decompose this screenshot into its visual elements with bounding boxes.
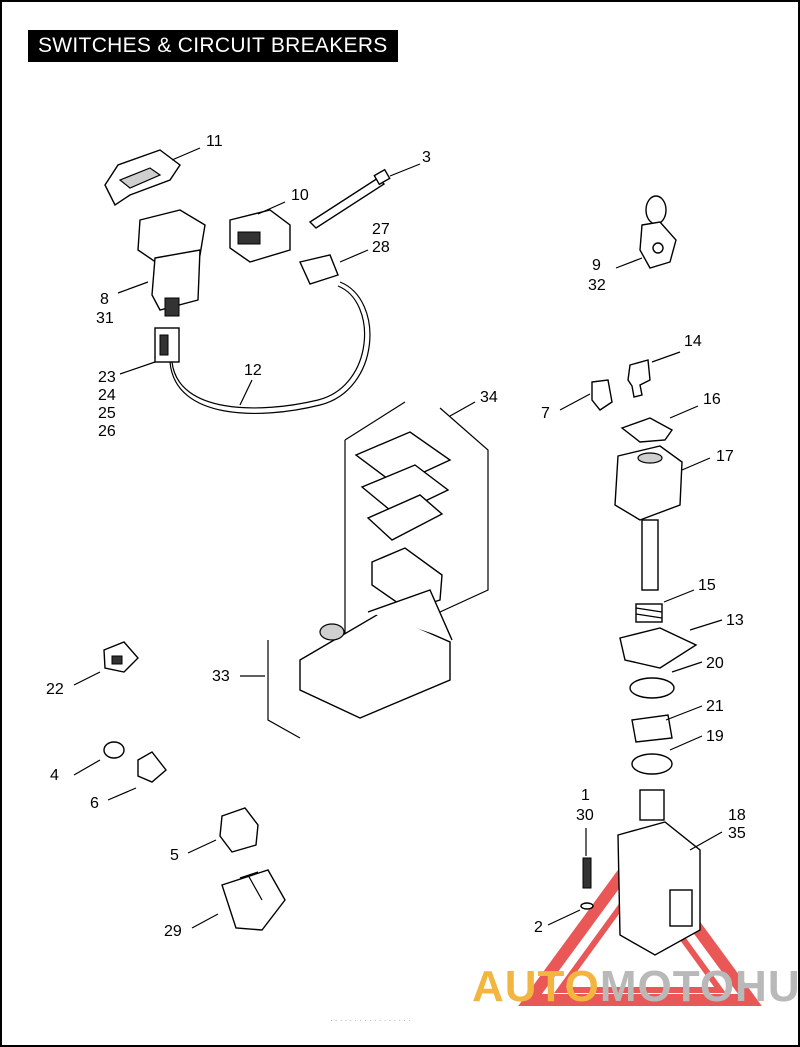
part-6-switch <box>137 751 167 783</box>
callout-15: 15 <box>698 577 716 594</box>
part-17-switch-cover <box>614 445 683 591</box>
callout-34: 34 <box>480 389 498 406</box>
callout-17: 17 <box>716 448 734 465</box>
callout-20: 20 <box>706 655 724 672</box>
part-27-connector <box>299 254 339 285</box>
part-15-spring <box>635 603 663 623</box>
callout-19: 19 <box>706 728 724 745</box>
callouts: 11 3 10 27 28 9 32 8 31 14 23 24 25 26 1… <box>46 133 746 940</box>
part-5-relay <box>219 807 259 853</box>
watermark-part-b: MOTO <box>599 962 736 1011</box>
part-21-retainer <box>631 714 673 743</box>
callout-33: 33 <box>212 668 230 685</box>
part-14-key <box>627 359 651 398</box>
callout-23: 23 <box>98 369 116 386</box>
watermark-text: AUTOMOTOHUB <box>472 962 800 1012</box>
part-2-washer <box>580 902 594 910</box>
callout-29: 29 <box>164 923 182 940</box>
callout-6: 6 <box>90 795 99 812</box>
part-22-sensor <box>103 641 139 673</box>
callout-16: 16 <box>703 391 721 408</box>
part-4-o-ring <box>103 741 125 759</box>
part-23-connector <box>154 327 180 363</box>
callout-14: 14 <box>684 333 702 350</box>
part-16-plate <box>620 417 674 443</box>
watermark-part-c: HUB <box>735 962 800 1011</box>
callout-5: 5 <box>170 847 179 864</box>
callout-2: 2 <box>534 919 543 936</box>
part-29-relay-holder <box>221 869 286 931</box>
part-20-ring <box>629 677 675 699</box>
callout-25: 25 <box>98 405 116 422</box>
callout-11: 11 <box>206 133 223 150</box>
callout-21: 21 <box>706 698 724 715</box>
part-12-harness <box>169 281 371 415</box>
part-33-fuse-box <box>267 589 453 739</box>
callout-3: 3 <box>422 149 431 166</box>
footer-note: · · · · · · · · · · · · · · · · · <box>330 1016 411 1025</box>
callout-10: 10 <box>291 187 309 204</box>
callout-13: 13 <box>726 612 744 629</box>
callout-35: 35 <box>728 825 746 842</box>
callout-7: 7 <box>541 405 550 422</box>
callout-28: 28 <box>372 239 390 256</box>
part-9-key-fob <box>639 195 677 269</box>
part-18-switch-body <box>617 789 701 956</box>
callout-22: 22 <box>46 681 64 698</box>
callout-32: 32 <box>588 277 606 294</box>
part-3-cable-tie <box>308 177 386 229</box>
callout-26: 26 <box>98 423 116 440</box>
part-19-ring <box>631 753 673 775</box>
callout-24: 24 <box>98 387 116 404</box>
watermark-part-a: AUTO <box>472 962 600 1011</box>
callout-12: 12 <box>244 362 262 379</box>
callout-1: 1 <box>581 787 590 804</box>
callout-8: 8 <box>100 291 109 308</box>
part-8-switch <box>137 209 206 317</box>
callout-31: 31 <box>96 310 114 327</box>
leader-lines <box>73 147 723 929</box>
part-7-key <box>591 379 613 411</box>
callout-18: 18 <box>728 807 746 824</box>
part-13-plate <box>619 627 698 669</box>
callout-30: 30 <box>576 807 594 824</box>
part-1-screw <box>582 857 592 889</box>
part-11-bracket <box>104 149 181 207</box>
callout-9: 9 <box>592 257 601 274</box>
callout-4: 4 <box>50 767 59 784</box>
callout-27: 27 <box>372 221 390 238</box>
part-10-module <box>229 209 291 263</box>
diagram-title: SWITCHES & CIRCUIT BREAKERS <box>28 30 398 62</box>
